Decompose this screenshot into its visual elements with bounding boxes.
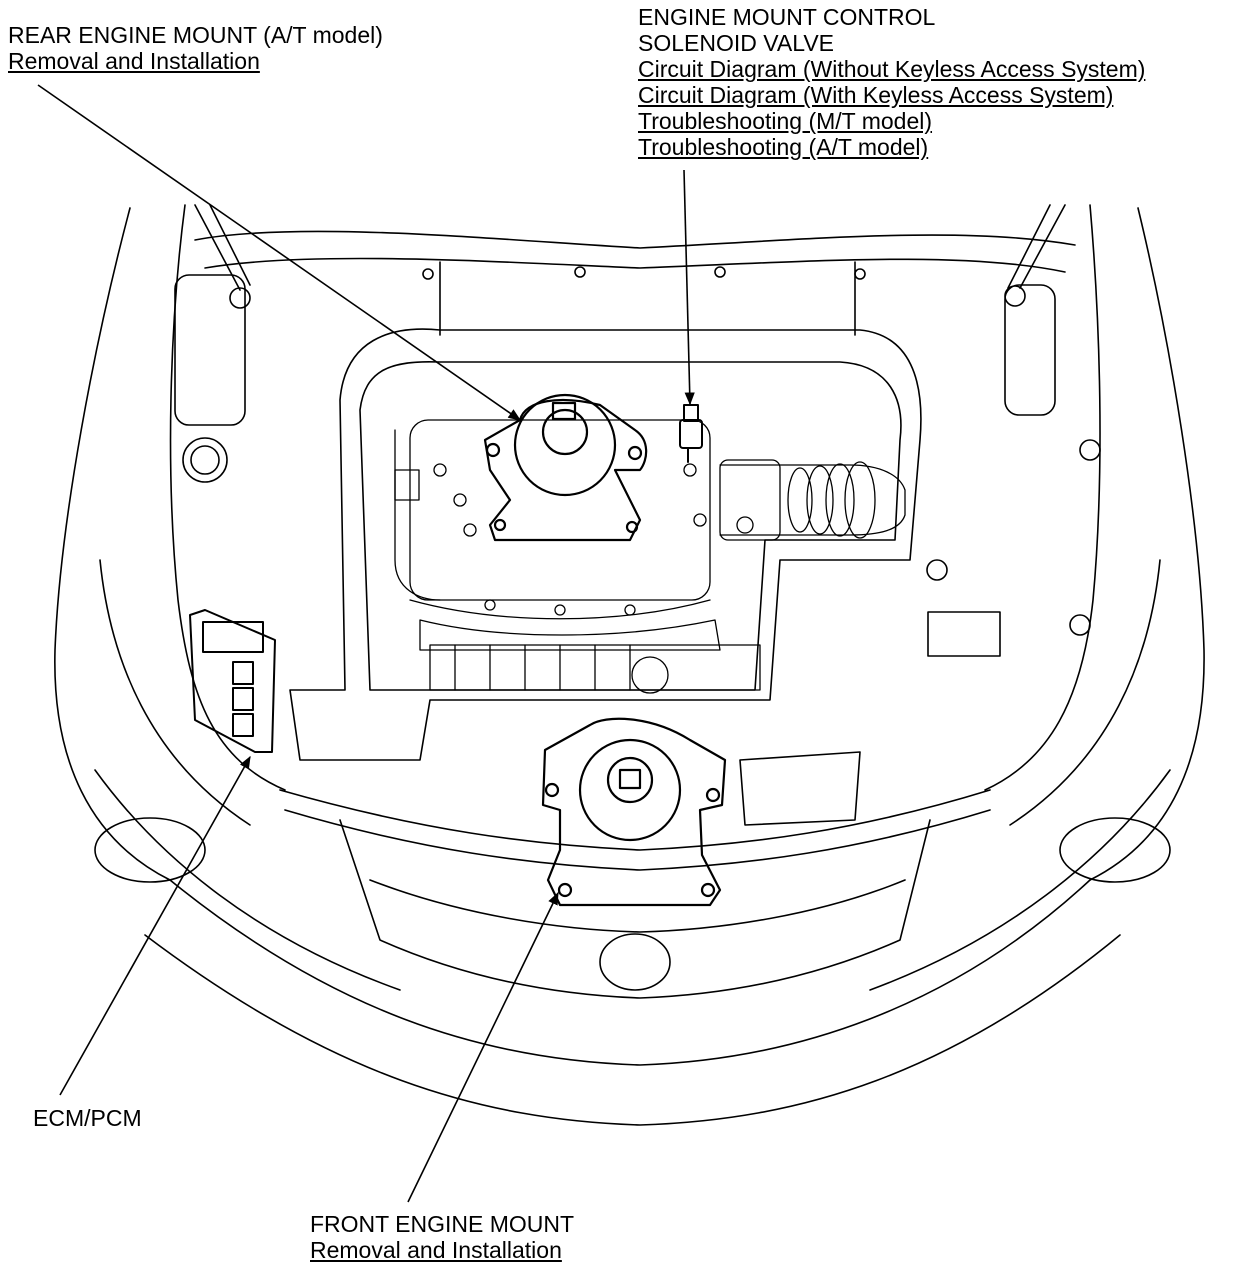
front-engine-mount-title: FRONT ENGINE MOUNT bbox=[310, 1211, 575, 1237]
rear-mount-removal-link[interactable]: Removal and Installation bbox=[8, 48, 260, 74]
rear-engine-mount bbox=[483, 393, 648, 542]
hood-struts bbox=[194, 204, 1066, 309]
rear-engine-mount-title: REAR ENGINE MOUNT (A/T model) bbox=[8, 22, 383, 48]
solenoid-leader bbox=[683, 169, 695, 406]
front-mount-leader bbox=[407, 891, 559, 1203]
vehicle-body-outline bbox=[54, 204, 1205, 1126]
solenoid-valve bbox=[679, 404, 703, 463]
right-fuse-box bbox=[739, 751, 861, 826]
battery-box bbox=[926, 559, 1001, 657]
solenoid-title-line2: SOLENOID VALVE bbox=[638, 30, 834, 56]
ecm-pcm-callout: ECM/PCM bbox=[33, 1105, 142, 1131]
cowl-holes bbox=[422, 261, 866, 336]
engine-compartment bbox=[289, 328, 922, 761]
troubleshooting-at-link[interactable]: Troubleshooting (A/T model) bbox=[638, 134, 929, 160]
front-engine-mount bbox=[541, 717, 727, 907]
front-engine-mount-callout: FRONT ENGINE MOUNT Removal and Installat… bbox=[310, 1211, 574, 1263]
ecm-pcm-unit bbox=[189, 609, 276, 753]
circuit-diagram-with-keyless-link[interactable]: Circuit Diagram (With Keyless Access Sys… bbox=[638, 82, 1114, 108]
solenoid-valve-callout: ENGINE MOUNT CONTROL SOLENOID VALVE Circ… bbox=[638, 4, 1145, 160]
rear-engine-mount-callout: REAR ENGINE MOUNT (A/T model) Removal an… bbox=[8, 22, 383, 74]
intake-tube bbox=[719, 459, 906, 541]
ecm-leader bbox=[59, 755, 251, 1096]
rear-mount-leader bbox=[37, 84, 522, 421]
ecm-pcm-label: ECM/PCM bbox=[33, 1105, 142, 1131]
troubleshooting-mt-link[interactable]: Troubleshooting (M/T model) bbox=[638, 108, 933, 134]
side-panels bbox=[174, 274, 1101, 636]
engine-block bbox=[394, 419, 761, 694]
front-mount-removal-link[interactable]: Removal and Installation bbox=[310, 1237, 562, 1263]
circuit-diagram-without-keyless-link[interactable]: Circuit Diagram (Without Keyless Access … bbox=[638, 56, 1146, 82]
solenoid-title-line1: ENGINE MOUNT CONTROL bbox=[638, 4, 936, 30]
